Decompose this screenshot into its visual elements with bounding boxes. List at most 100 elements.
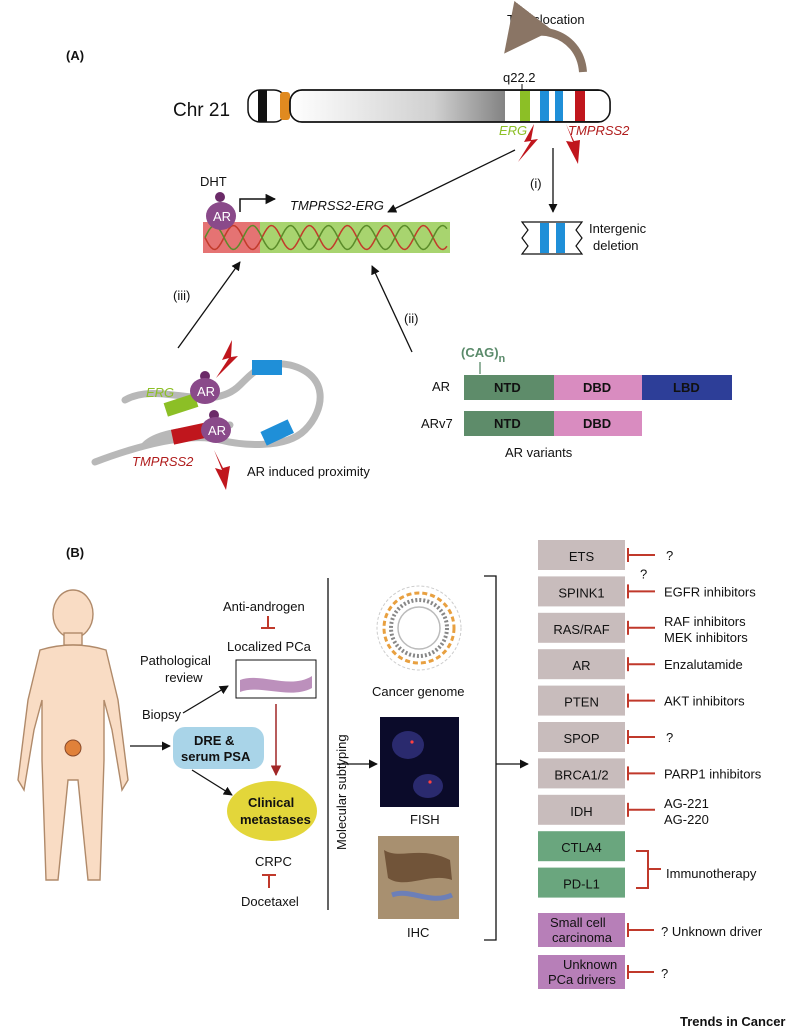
subtype-label: AR (572, 658, 590, 673)
transcription-arrow (239, 193, 277, 212)
subtype-box-spink1 (538, 576, 625, 607)
fish-signal (410, 740, 414, 744)
tmprss2-label: TMPRSS2 (568, 123, 630, 138)
subtype-box-spop (538, 722, 625, 752)
subtypes-list: ETS? SPINK1 EGFR inhibitors? RAS/RAF RAF inh… (538, 540, 762, 898)
therapy-label: AG-221 (664, 796, 709, 811)
fish-signal (428, 780, 432, 784)
break-bolt-icon (518, 124, 538, 162)
subtype-box-ras-raf (538, 612, 625, 643)
localized-label: Localized PCa (227, 639, 312, 654)
prostate-icon (64, 739, 82, 757)
therapy-label: AG-220 (664, 812, 709, 827)
domain-lbd (642, 375, 732, 400)
therapy-label: EGFR inhibitors (664, 584, 756, 599)
therapy-label: MEK inhibitors (664, 630, 748, 645)
route-ii-label: (ii) (404, 311, 418, 326)
domain-ntd-label: NTD (494, 380, 521, 395)
translocation-label: Translocation (507, 12, 585, 27)
panel-b-label: (B) (66, 545, 84, 560)
intergenic-fragment (520, 221, 584, 255)
fusion-arrow (387, 149, 516, 213)
dht-ligand (215, 192, 225, 202)
screening-arrow (191, 769, 233, 796)
small-cell-label-2: carcinoma (552, 930, 613, 945)
tissue-section (240, 676, 312, 693)
subtype-unknown-drivers (538, 955, 625, 989)
domain-ntd (464, 411, 554, 436)
route-i-label: (i) (530, 176, 542, 191)
subtype-label: CTLA4 (561, 840, 601, 855)
therapy-question: ? (640, 566, 647, 581)
small-cell-label-1: Small cell (550, 915, 606, 930)
ihc-label: IHC (407, 925, 429, 940)
subtype-box-ctla4 (538, 831, 625, 862)
therapy-label: PARP1 inhibitors (664, 766, 762, 781)
cancer-genome-label: Cancer genome (372, 684, 465, 699)
intergenic-label: Intergenic (589, 221, 647, 236)
domain-ntd-label: NTD (494, 416, 521, 431)
therapy-label: AKT inhibitors (664, 694, 745, 709)
clinical-label-1: Clinical (248, 795, 294, 810)
subtype-label: IDH (570, 804, 592, 819)
subtype-box-brca1-2 (538, 758, 625, 789)
erg-label: ERG (499, 123, 527, 138)
erg-label: ERG (146, 385, 174, 400)
subtype-box-pd-l1 (538, 867, 625, 898)
domain-lbd-label: LBD (673, 380, 700, 395)
clinical-label-2: metastases (240, 812, 311, 827)
cancer-genome-plot (376, 585, 462, 671)
fish-label: FISH (410, 812, 440, 827)
therapy-label: ? (666, 548, 673, 563)
domain-ntd (464, 375, 554, 400)
journal-footer: Trends in Cancer (680, 1014, 785, 1029)
ar-row-name: AR (432, 379, 450, 394)
subtype-label: BRCA1/2 (554, 767, 608, 782)
ar-protein-label: AR (213, 209, 231, 224)
fish-nucleus (413, 774, 443, 798)
crpc-label: CRPC (255, 854, 292, 869)
tmprss2-label: TMPRSS2 (132, 454, 194, 469)
deletion-label: deletion (593, 238, 639, 253)
break-bolt-icon (214, 450, 230, 490)
docetaxel-label: Docetaxel (241, 894, 299, 909)
fusion-dna (203, 222, 450, 253)
unknown-label-1: Unknown (563, 957, 617, 972)
methods-bracket (484, 575, 497, 941)
subtype-box-pten (538, 685, 625, 716)
break-bolt-icon (566, 124, 580, 164)
biopsy-label: Biopsy (142, 707, 182, 722)
translocation-arrow (504, 0, 587, 73)
subtype-label: SPINK1 (558, 585, 604, 600)
therapy-label: ? (666, 730, 673, 745)
chromosome-label: Chr 21 (173, 100, 230, 121)
pathological-label-2: review (165, 670, 203, 685)
ar-variants-title: AR variants (505, 445, 573, 460)
fish-nucleus (392, 731, 424, 759)
subtype-label: SPOP (563, 731, 599, 746)
subtype-box-ar (538, 649, 625, 680)
domain-dbd-label: DBD (583, 380, 611, 395)
dre-psa-box (173, 727, 264, 769)
ar-protein (201, 417, 231, 443)
small-cell-therapy: ? Unknown driver (661, 924, 763, 939)
therapy-label: RAF inhibitors (664, 614, 746, 629)
break-bolt-icon (216, 340, 238, 378)
subtype-box-ets (538, 540, 625, 570)
route-iii-label: (iii) (173, 288, 190, 303)
human-body-icon (17, 589, 129, 881)
molecular-label: Molecular subtyping (334, 734, 349, 850)
ihc-counterstain (391, 890, 454, 901)
ar-protein-label: AR (208, 423, 226, 438)
domain-dbd-label: DBD (583, 416, 611, 431)
pathological-label-1: Pathological (140, 653, 211, 668)
subtype-small-cell (538, 913, 625, 947)
domain-dbd (554, 411, 642, 436)
subtype-label: ETS (569, 549, 595, 564)
fusion-label: TMPRSS2-ERG (290, 198, 384, 213)
subtype-label: RAS/RAF (553, 622, 609, 637)
dre-label-1: DRE & (194, 733, 234, 748)
chromosome-21 (247, 89, 611, 123)
ar-protein (206, 202, 236, 230)
